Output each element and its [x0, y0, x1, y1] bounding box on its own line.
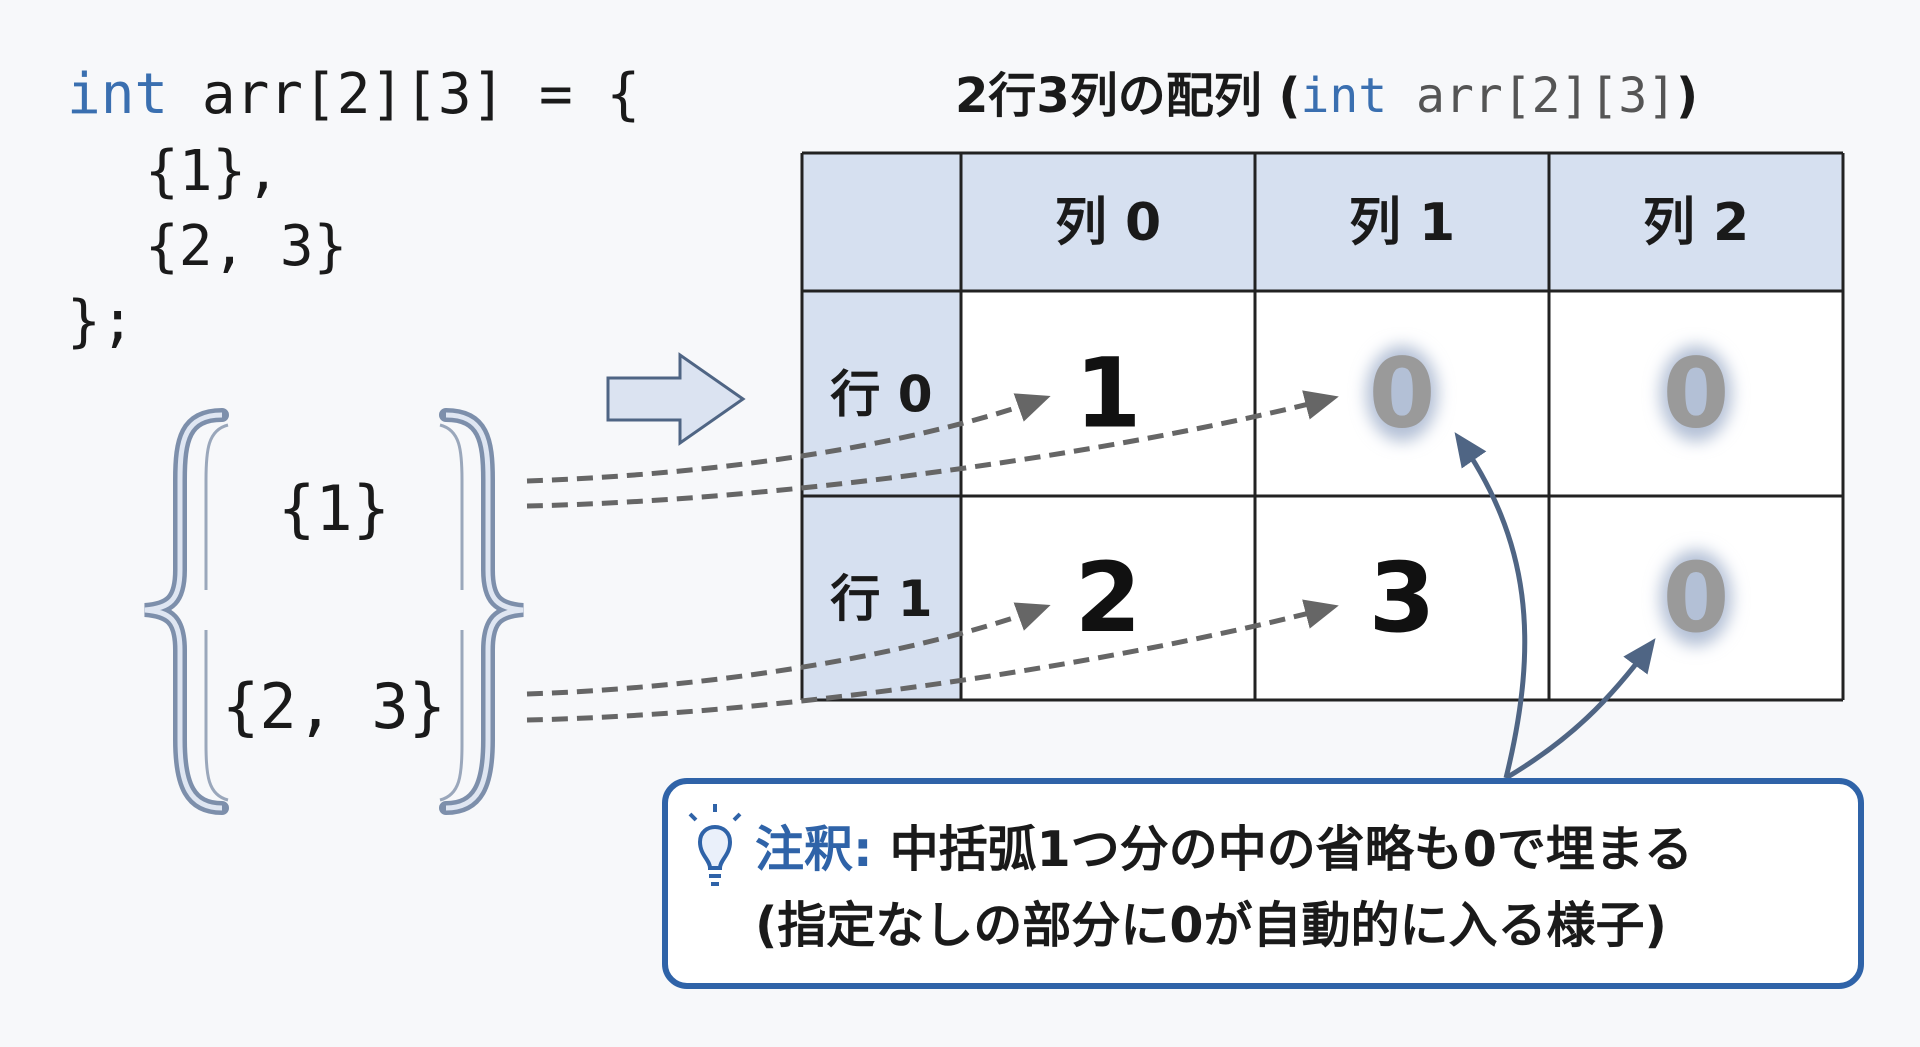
right-outer-brace-inner	[445, 412, 524, 811]
implicit-zero-glow	[1366, 345, 1438, 442]
dashed-arrow-to-r1c0	[526, 602, 1051, 697]
table-title: 2行3列の配列 (int arr[2][3])	[955, 68, 1698, 124]
inner-left-brackets	[204, 423, 229, 802]
title-keyword: int	[1300, 68, 1387, 124]
brace-group-1: {1}	[278, 472, 390, 545]
code-keyword: int	[67, 62, 168, 127]
implicit-zero-glow	[1660, 345, 1732, 442]
code-line-3: {2, 3}	[145, 214, 347, 279]
inner-right-brackets	[439, 423, 464, 802]
cell-value: 1	[1075, 338, 1142, 450]
note-line-1: 注釈: 中括弧1つ分の中の省略も0で埋まる	[755, 821, 1693, 878]
array-table: 列 0 列 1 列 2 行 0 1 0 0 行 1 2 3 0	[800, 151, 1845, 702]
cell-value: 3	[1369, 542, 1436, 654]
code-line-2: {1},	[145, 139, 280, 204]
cell-implicit-zero: 0	[1663, 338, 1730, 450]
note-callout: 注釈: 中括弧1つ分の中の省略も0で埋まる (指定なしの部分に0が自動的に入る様…	[662, 778, 1864, 989]
row-header-0: 行 0	[830, 366, 932, 424]
cell-value: 2	[1075, 542, 1142, 654]
title-prefix: 2行3列の配列 (	[955, 68, 1300, 124]
brace-group-2: {2, 3}	[222, 670, 446, 743]
code-block: int arr[2][3] = { {1}, {2, 3} };	[67, 62, 640, 354]
outer-brace-group: {1} {2, 3}	[144, 408, 524, 815]
note-arrow-to-r1c2	[1504, 638, 1656, 781]
code-decl: arr[2][3] = {	[168, 62, 640, 127]
code-line-1: int arr[2][3] = {	[67, 62, 640, 127]
title-decl: arr[2][3]	[1387, 68, 1676, 124]
code-line-4: };	[67, 289, 134, 354]
col-header-1: 列 1	[1349, 193, 1455, 253]
note-label: 注釈:	[755, 821, 873, 878]
implicit-zero-glow	[1660, 550, 1732, 646]
row-header-1: 行 1	[830, 570, 932, 628]
note-arrows	[1454, 432, 1656, 781]
dashed-arrow-to-r1c1	[526, 599, 1339, 723]
col-header-2: 列 2	[1643, 193, 1749, 253]
dashed-arrow-to-r0c0	[526, 393, 1051, 484]
title-suffix: )	[1676, 68, 1698, 124]
note-box	[662, 778, 1864, 989]
cell-implicit-zero: 0	[1663, 542, 1730, 654]
cell-implicit-zero: 0	[1369, 338, 1436, 450]
header-row-fill	[802, 153, 1843, 291]
note-arrow-to-r0c1	[1454, 432, 1528, 779]
col-header-0: 列 0	[1055, 193, 1161, 253]
hollow-right-arrow-icon	[606, 352, 746, 446]
left-outer-brace-inner	[144, 412, 223, 811]
note-text-1: 中括弧1つ分の中の省略も0で埋まる	[873, 821, 1693, 878]
dashed-mapping-arrows	[526, 390, 1339, 723]
dashed-arrow-to-r0c1	[526, 390, 1339, 509]
note-line-2: (指定なしの部分に0が自動的に入る様子)	[755, 897, 1667, 954]
lightbulb-icon	[688, 804, 742, 886]
